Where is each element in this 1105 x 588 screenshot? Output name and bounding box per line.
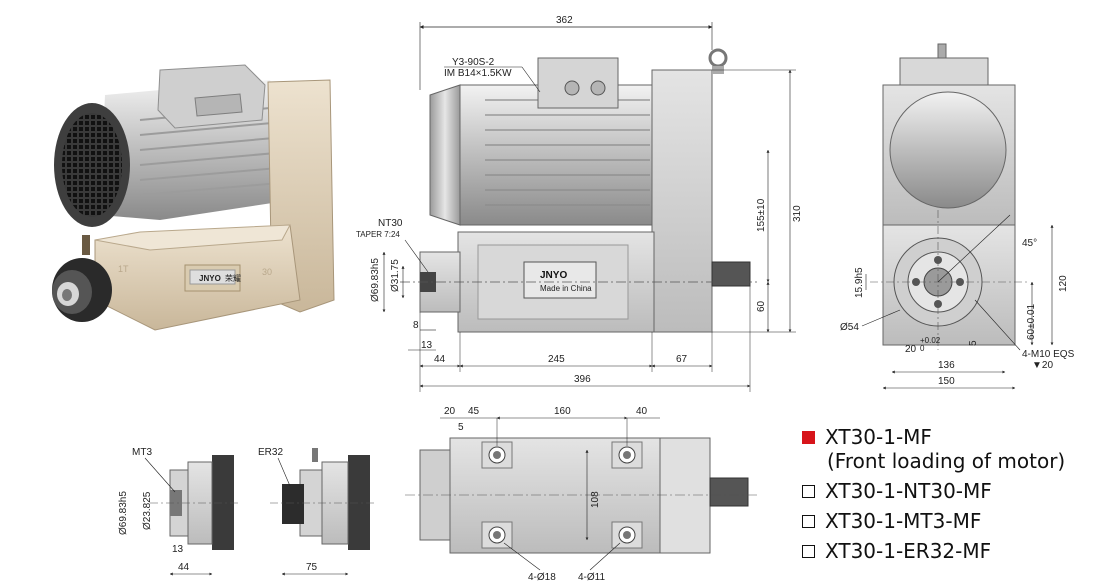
thread-spec: 4-M10 EQS [1022,349,1075,360]
dim-top-5: 5 [458,422,464,433]
holes-11: 4-Ø11 [578,572,605,583]
dim-108: 108 [590,491,601,508]
dim-5-end: 5 [968,340,979,346]
side-nameplate [523,261,597,299]
dim-45deg: 45° [1022,238,1037,249]
legend-item-er32: XT30-1-ER32-MF [802,540,1102,563]
er32-nut [282,484,304,524]
top-view: 20 45 160 40 5 108 4-Ø18 4-Ø11 [405,406,760,583]
dim-20-key: 20 [905,344,917,355]
legend-label-er32: XT30-1-ER32-MF [825,539,992,563]
model-legend: XT30-1-MF (Front loading of motor) XT30-… [802,426,1102,570]
dim-dia-nose: Ø69.83h5 [370,258,381,302]
taper-sub: TAPER 7:24 [356,230,400,239]
photo-cast-30: 30 [262,267,272,277]
checkbox-empty-icon [802,545,815,558]
legend-label-mf: XT30-1-MF [825,425,932,449]
motor-model: Y3-90S-2 [452,57,495,68]
dim-150: 150 [938,376,955,387]
er32-flange [348,455,370,550]
photo-brand: JNYO [199,274,221,283]
er32-view: ER32 75 [258,447,375,576]
mount-plate-side [651,69,713,333]
photo-chinese-mark: 荣耀 [225,273,241,283]
mt3-dia-nose: Ø69.83h5 [118,491,129,535]
mt3-len-13: 13 [172,544,184,555]
end-view: 45° 120 60±0.01 15.9h5 Ø54 20 +0.02 0 5 … [840,43,1075,390]
er32-len-75: 75 [306,562,318,573]
motor-spec: IM B14×1.5KW [444,68,512,79]
grease-nipple [82,235,90,255]
dim-dia-54: Ø54 [840,322,859,333]
photo-cast-1t: 1T [118,264,129,274]
mt3-dia-taper: Ø23.825 [142,491,153,530]
dim-245: 245 [548,354,565,365]
dim-60-tol: 60±0.01 [1026,303,1037,340]
legend-label-nt30: XT30-1-NT30-MF [825,479,992,503]
side-view: JNYO Made in China 362 Y3-90S-2 IM B14×1… [356,15,803,392]
dim-362: 362 [556,15,573,26]
er32-label: ER32 [258,447,283,458]
dim-13: 13 [421,340,433,351]
photo-nameplate [189,269,236,285]
legend-label-mt3: XT30-1-MT3-MF [825,509,982,533]
dim-key-tol-top: +0.02 [920,336,941,345]
checkbox-empty-icon [802,515,815,528]
thread-depth: ▼20 [1032,360,1053,371]
side-brand: JNYO [540,270,567,281]
mt3-flange [212,455,234,550]
holes-18: 4-Ø18 [528,572,556,583]
taper-label: NT30 [378,218,403,229]
mt3-view: MT3 Ø69.83h5 Ø23.825 13 44 [118,447,240,576]
legend-sub-mf: (Front loading of motor) [827,449,1066,473]
dim-top-40: 40 [636,406,648,417]
dim-8: 8 [413,320,419,331]
dim-top-160: 160 [554,406,571,417]
dim-136: 136 [938,360,955,371]
dim-120: 120 [1058,275,1069,292]
fan-cover-side [429,84,461,226]
dim-44: 44 [434,354,446,365]
legend-item-mt3: XT30-1-MT3-MF [802,510,1102,533]
dim-60: 60 [756,300,767,312]
dim-155: 155±10 [756,198,767,232]
lifting-eye [708,48,728,68]
mt3-label: MT3 [132,447,152,458]
dim-top-20: 20 [444,406,456,417]
checkbox-checked-icon [802,431,815,444]
mt3-len-44: 44 [178,562,190,573]
terminal-box-side [537,57,619,109]
side-plate-sub: Made in China [540,284,592,293]
dim-dia-taper: Ø31.75 [390,259,401,292]
dim-top-45: 45 [468,406,480,417]
dim-15-9: 15.9h5 [854,267,865,298]
legend-item-mf: XT30-1-MF [802,426,1102,449]
motor-flange-circle [889,91,1007,209]
legend-item-nt30: XT30-1-NT30-MF [802,480,1102,503]
plate-top [659,437,711,554]
terminal-box-end [899,57,989,89]
product-photo: JNYO 荣耀 30 1T [52,64,335,331]
checkbox-empty-icon [802,485,815,498]
dim-396: 396 [574,374,591,385]
dim-67: 67 [676,354,688,365]
dim-key-tol-bot: 0 [920,344,925,353]
dim-310: 310 [792,205,803,222]
